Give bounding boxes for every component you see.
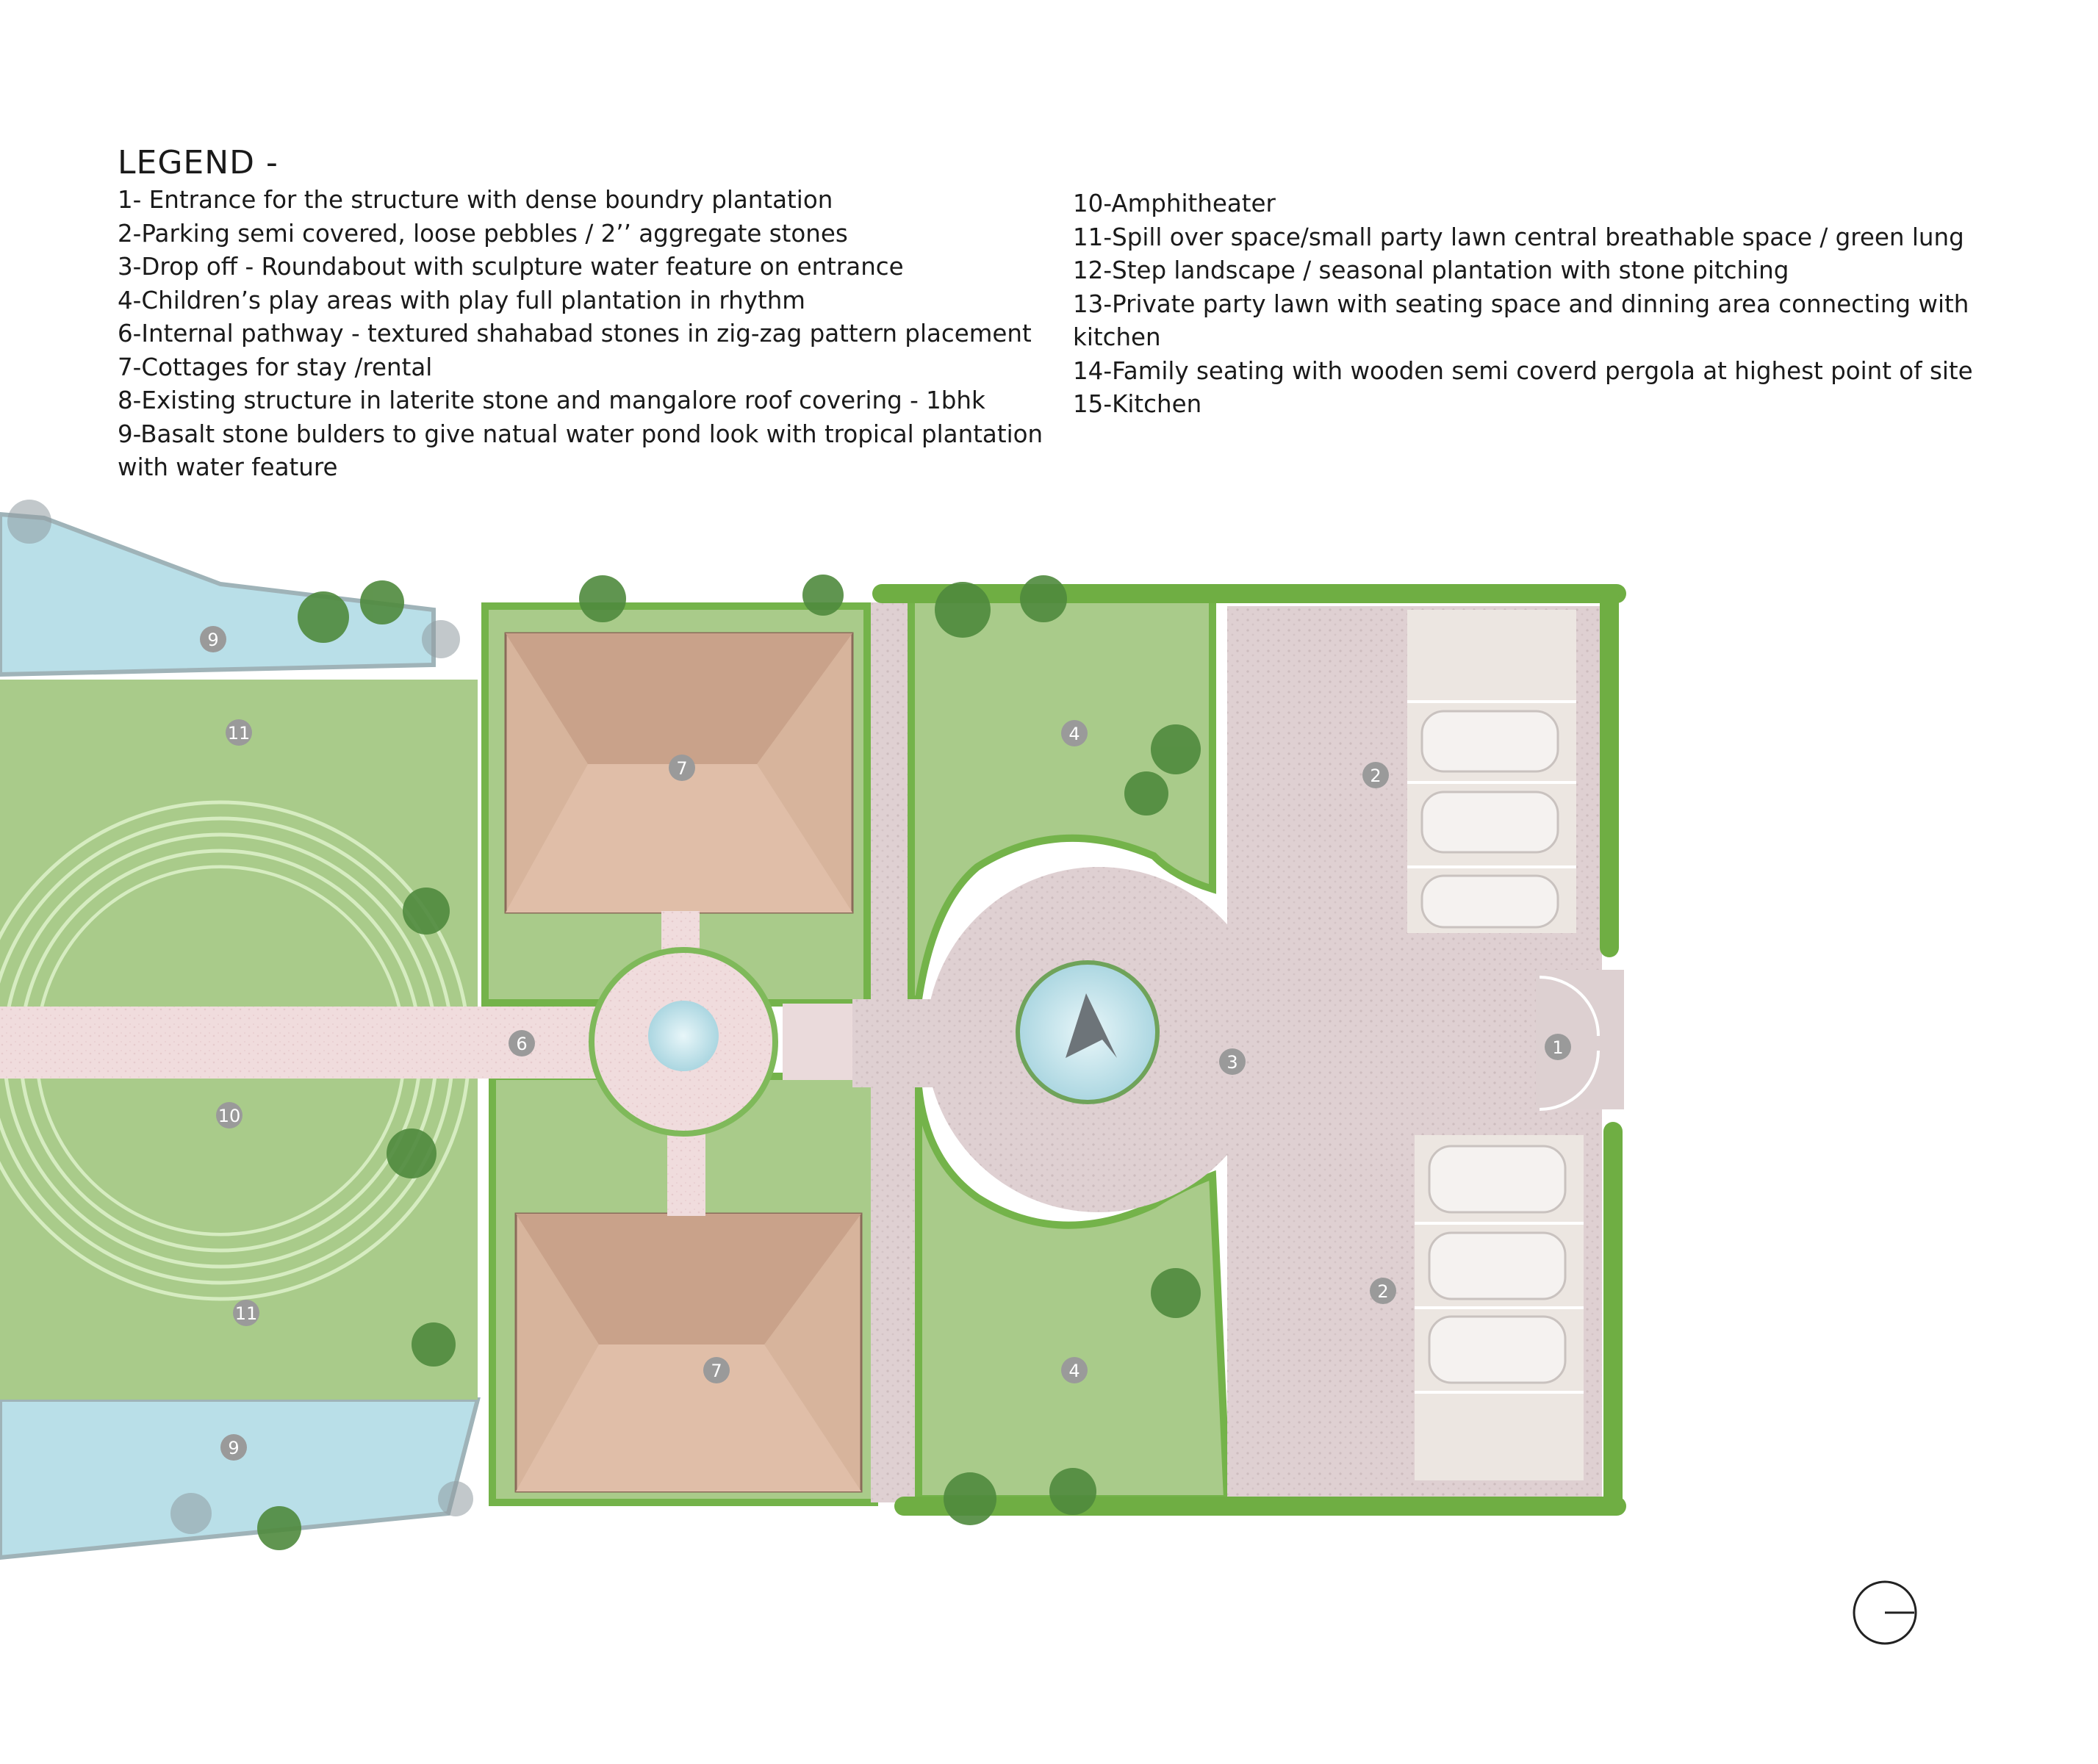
legend-item: 15-Kitchen xyxy=(1073,390,1202,418)
legend-item: 13-Private party lawn with seating space… xyxy=(1073,289,1969,352)
legend-right-column: 10-Amphitheater 11-Spill over space/small… xyxy=(1073,187,1977,422)
pathway-south-branch xyxy=(667,1124,705,1216)
tag-pond-top: 9 xyxy=(207,630,218,650)
tag-amphitheater: 10 xyxy=(218,1106,241,1126)
legend-item: 6-Internal pathway - textured shahabad s… xyxy=(118,320,1032,348)
sculpture xyxy=(1066,993,1117,1058)
tag-lawn-top: 11 xyxy=(228,723,251,744)
parked-cars xyxy=(1420,710,1567,1384)
tag-parking-top: 2 xyxy=(1370,766,1381,786)
tag-entrance: 1 xyxy=(1552,1037,1563,1058)
legend-item: 8-Existing structure in laterite stone a… xyxy=(118,386,985,414)
site-plan: 9 11 10 11 9 7 7 6 4 4 3 2 2 1 xyxy=(0,500,1917,1645)
parking-lines xyxy=(1407,700,1584,1394)
legend-item: 9-Basalt stone bulders to give natual wa… xyxy=(118,420,1043,482)
legend-item: 7-Cottages for stay /rental xyxy=(118,353,433,381)
pond-bottom xyxy=(0,1397,481,1560)
tag-pond-bottom: 9 xyxy=(228,1438,239,1458)
legend-item: 12-Step landscape / seasonal plantation … xyxy=(1073,256,1789,284)
tag-play-bottom: 4 xyxy=(1068,1361,1079,1381)
legend-title: LEGEND - xyxy=(118,144,279,181)
legend-left-column: 1- Entrance for the structure with dense… xyxy=(118,184,1051,485)
pond-stones xyxy=(7,500,473,1534)
legend-item: 3-Drop off - Roundabout with sculpture w… xyxy=(118,253,904,281)
cottage-bottom xyxy=(514,1212,863,1493)
play-area-top xyxy=(908,595,1216,1003)
legend-item: 14-Family seating with wooden semi cover… xyxy=(1073,356,1973,385)
entrance-gate xyxy=(1539,976,1600,1111)
legend-item: 1- Entrance for the structure with dense… xyxy=(118,186,833,214)
tag-play-top: 4 xyxy=(1068,724,1079,744)
tag-cottage-top: 7 xyxy=(676,758,687,779)
tag-parking-bottom: 2 xyxy=(1377,1281,1388,1302)
pathway-steps xyxy=(783,1004,852,1080)
legend-item: 4-Children’s play areas with play full p… xyxy=(118,286,805,314)
roundabout-pond xyxy=(648,1001,719,1071)
plan-number-tags: 9 11 10 11 9 7 7 6 4 4 3 2 2 1 xyxy=(200,626,1571,1461)
legend-item: 10-Amphitheater xyxy=(1073,190,1276,217)
internal-pathway xyxy=(0,1007,603,1079)
tag-cottage-bottom: 7 xyxy=(711,1361,722,1381)
legend-item: 2-Parking semi covered, loose pebbles / … xyxy=(118,219,848,248)
legend-item: 11-Spill over space/small party lawn cen… xyxy=(1073,223,1964,251)
boundary-hedges xyxy=(872,584,1626,1516)
tag-pathway: 6 xyxy=(516,1034,527,1054)
plantation xyxy=(257,575,1201,1550)
north-arrow-icon xyxy=(1853,1580,1917,1645)
tag-lawn-bottom: 11 xyxy=(235,1303,258,1324)
tag-dropoff: 3 xyxy=(1226,1052,1237,1073)
